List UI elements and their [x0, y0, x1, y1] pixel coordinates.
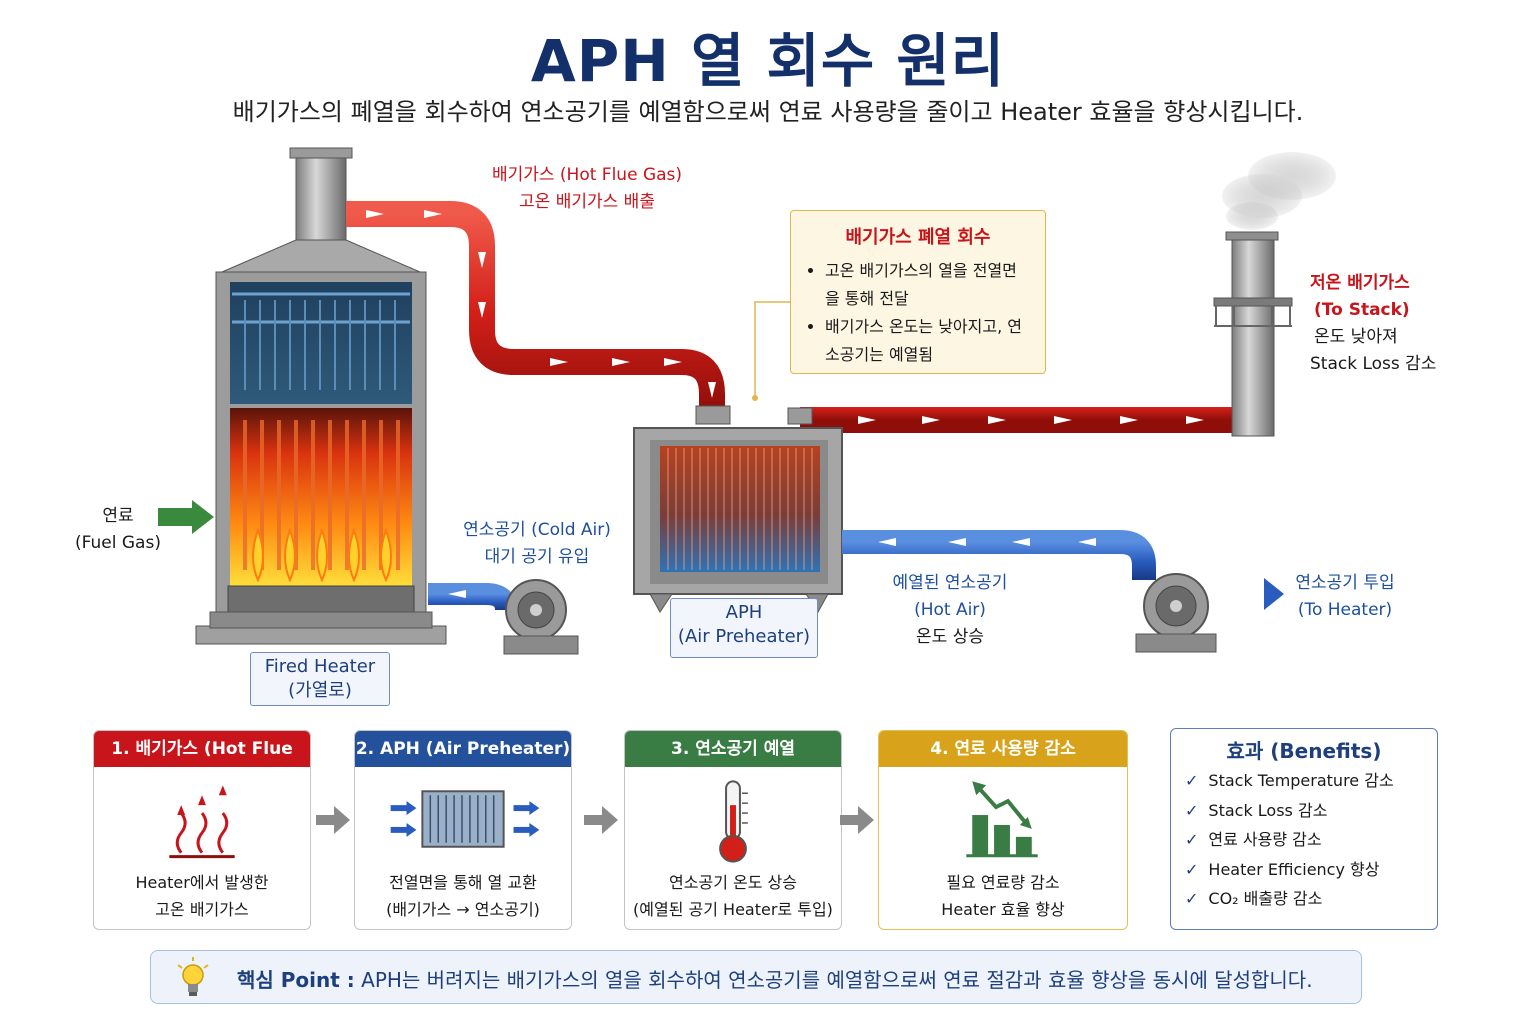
flow-arrow-icon: [316, 806, 350, 834]
benefits-title: 효과 (Benefits): [1226, 739, 1382, 763]
step-card-header: 4. 연료 사용량 감소: [879, 731, 1127, 767]
key-point-text: APH는 버려지는 배기가스의 열을 회수하여 연소공기를 예열함으로써 연료 …: [361, 968, 1313, 992]
benefit-item: ✓Stack Loss 감소: [1185, 800, 1328, 820]
check-icon: ✓: [1185, 800, 1199, 820]
benefit-item: ✓Stack Temperature 감소: [1185, 771, 1394, 790]
step-card-header: 2. APH (Air Preheater): [355, 731, 571, 767]
check-icon: ✓: [1185, 830, 1199, 849]
aph-name-box: APH (Air Preheater): [670, 598, 818, 658]
key-point-label: 핵심 Point :: [237, 968, 355, 992]
step-card-line: (배기가스 → 연소공기): [386, 900, 540, 919]
to-heater-label: 연소공기 투입 (To Heater): [1295, 573, 1395, 620]
step-card-air-preheat: 3. 연소공기 예열 연소공기 온도 상승 (예열된 공기 Heater로 투입…: [624, 730, 842, 930]
bar-chart-down-icon: [966, 781, 1038, 858]
step-card-line: 전열면을 통해 열 교환: [389, 873, 537, 892]
page-subtitle: 배기가스의 폐열을 회수하여 연소공기를 예열함으로써 연료 사용량을 줄이고 …: [232, 98, 1304, 126]
cold-air-pipe: [428, 579, 654, 655]
thermometer-icon: [719, 780, 748, 863]
fired-heater-name-box: Fired Heater (가열로): [250, 652, 390, 706]
key-point-banner: 핵심 Point : APH는 버려지는 배기가스의 열을 회수하여 연소공기를…: [150, 950, 1362, 1004]
benefit-item: ✓연료 사용량 감소: [1185, 830, 1322, 849]
step-card-line: (예열된 공기 Heater로 투입): [633, 900, 833, 919]
step-card-header: 3. 연소공기 예열: [625, 731, 841, 767]
step-card-aph: 2. APH (Air Preheater) 전열면을 통해 열 교환 (배기가…: [354, 730, 572, 930]
callout-bullet: 배기가스 온도는 낮아지고, 연소공기는 예열됨: [825, 313, 1029, 369]
flow-arrow-icon: [840, 806, 874, 834]
heat-recovery-callout: 배기가스 폐열 회수 고온 배기가스의 열을 전열면을 통해 전달 배기가스 온…: [790, 210, 1046, 374]
benefit-item: ✓CO₂ 배출량 감소: [1185, 889, 1323, 908]
fuel-inlet-arrow: [158, 500, 214, 534]
stack-label: 저온 배기가스 (To Stack) 온도 낮아져 Stack Loss 감소: [1310, 273, 1437, 374]
fired-heater: [195, 147, 447, 645]
air-preheater-unit: [633, 405, 843, 613]
hot-flue-gas-pipe: [346, 201, 725, 412]
benefit-item: ✓Heater Efficiency 향상: [1185, 859, 1380, 879]
step-card-fuel-reduction: 4. 연료 사용량 감소 필요 연료량 감소 Heater 효율 향상: [878, 730, 1128, 930]
page-title: APH 열 회수 원리: [530, 27, 1006, 95]
step-card-line: Heater에서 발생한: [135, 873, 269, 892]
callout-title: 배기가스 폐열 회수: [845, 227, 991, 248]
heat-waves-icon: [169, 785, 235, 859]
step-card-line: 고온 배기가스: [155, 900, 249, 919]
flow-arrow-icon: [584, 806, 618, 834]
callout-bullet: 고온 배기가스의 열을 전열면을 통해 전달: [825, 257, 1029, 313]
lightbulb-icon: [177, 957, 209, 996]
hot-air-pipe: [842, 530, 1284, 653]
cold-air-label: 연소공기 (Cold Air) 대기 공기 유입: [463, 520, 611, 567]
step-card-header: 1. 배기가스 (Hot Flue Gas): [94, 731, 310, 795]
hot-air-label: 예열된 연소공기 (Hot Air) 온도 상승: [892, 573, 1008, 647]
check-icon: ✓: [1185, 889, 1199, 908]
check-icon: ✓: [1185, 771, 1199, 790]
callout-leader-line: [754, 301, 790, 398]
check-icon: ✓: [1185, 859, 1199, 879]
process-diagram: [158, 147, 1336, 655]
cool-flue-gas-pipe: [800, 396, 1267, 433]
step-card-line: Heater 효율 향상: [941, 900, 1065, 919]
fuel-label: 연료 (Fuel Gas): [75, 506, 161, 553]
step-card-line: 연소공기 온도 상승: [669, 873, 797, 892]
step-card-line: 필요 연료량 감소: [946, 873, 1060, 892]
hot-flue-gas-label: 배기가스 (Hot Flue Gas) 고온 배기가스 배출: [491, 165, 683, 212]
heat-exchanger-icon: [390, 790, 540, 848]
stack: [1213, 152, 1336, 437]
step-card-hot-flue-gas: 1. 배기가스 (Hot Flue Gas) Heater에서 발생한 고온 배…: [93, 730, 311, 930]
benefits-panel: 효과 (Benefits) ✓Stack Temperature 감소 ✓Sta…: [1170, 728, 1438, 930]
